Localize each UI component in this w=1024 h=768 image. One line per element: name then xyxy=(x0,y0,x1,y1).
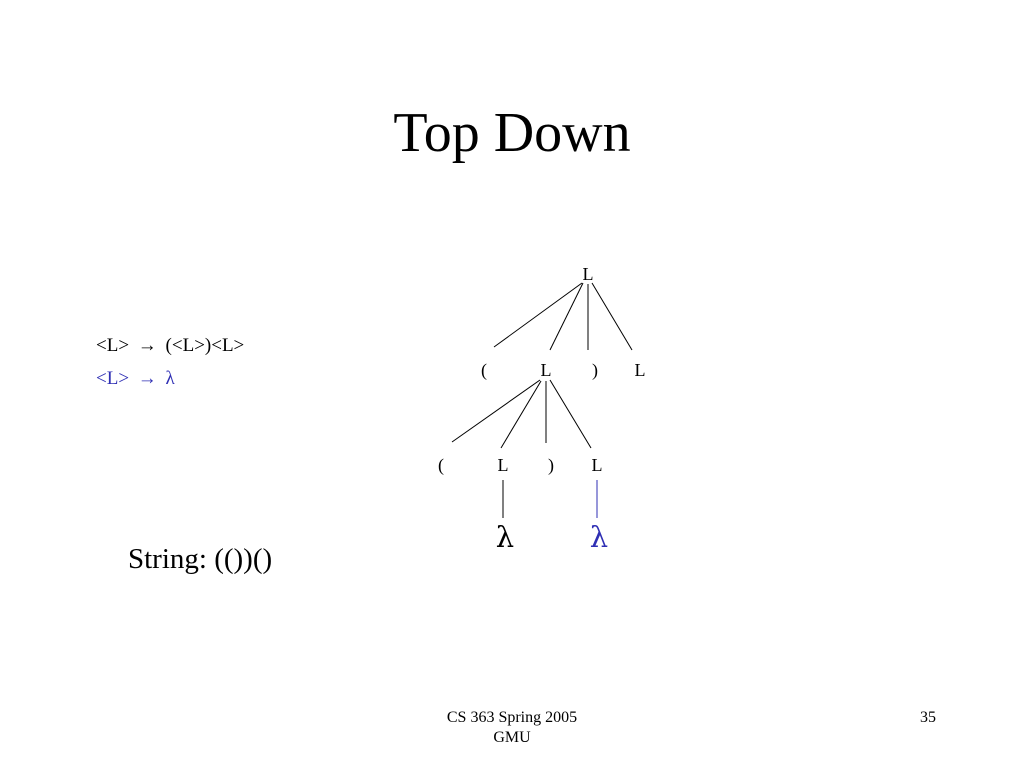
tree-node: L xyxy=(592,455,603,475)
rule-1-rhs: (<L>)<L> xyxy=(165,335,245,356)
tree-edge xyxy=(451,379,541,443)
footer-school: GMU xyxy=(493,729,531,746)
footer-course: CS 363 Spring 2005 xyxy=(446,709,578,726)
grammar-rule-1: <L> → (<L>)<L> xyxy=(96,336,244,355)
tree-node: L xyxy=(498,455,509,475)
rule-2-lhs: <L> xyxy=(96,368,130,389)
tree-node-lambda-highlight: λ xyxy=(590,520,608,554)
tree-node: ( xyxy=(481,360,487,381)
tree-node-root: L xyxy=(583,264,594,284)
tree-node: L xyxy=(635,360,646,380)
tree-node: ) xyxy=(548,455,554,476)
tree-edge xyxy=(500,380,542,449)
tree-node: ( xyxy=(438,455,444,476)
page-number: 35 xyxy=(920,709,936,726)
tree-edge xyxy=(549,282,584,351)
tree-node: L xyxy=(541,360,552,380)
tree-edge xyxy=(591,282,633,351)
tree-edges xyxy=(451,282,633,518)
rule-1-lhs: <L> xyxy=(96,335,130,356)
slide-title: Top Down xyxy=(393,102,631,164)
tree-edge xyxy=(493,282,583,348)
right-arrow-icon: → xyxy=(137,335,157,356)
tree-node: ) xyxy=(592,360,598,381)
input-string: String: (())() xyxy=(128,543,273,575)
grammar-rule-2: <L> → λ xyxy=(96,369,175,388)
tree-node-lambda: λ xyxy=(496,520,514,554)
rule-2-rhs: λ xyxy=(165,368,175,389)
footer: CS 363 Spring 2005 GMU xyxy=(412,708,612,748)
tree-edge xyxy=(549,379,592,449)
right-arrow-icon: → xyxy=(137,368,157,389)
